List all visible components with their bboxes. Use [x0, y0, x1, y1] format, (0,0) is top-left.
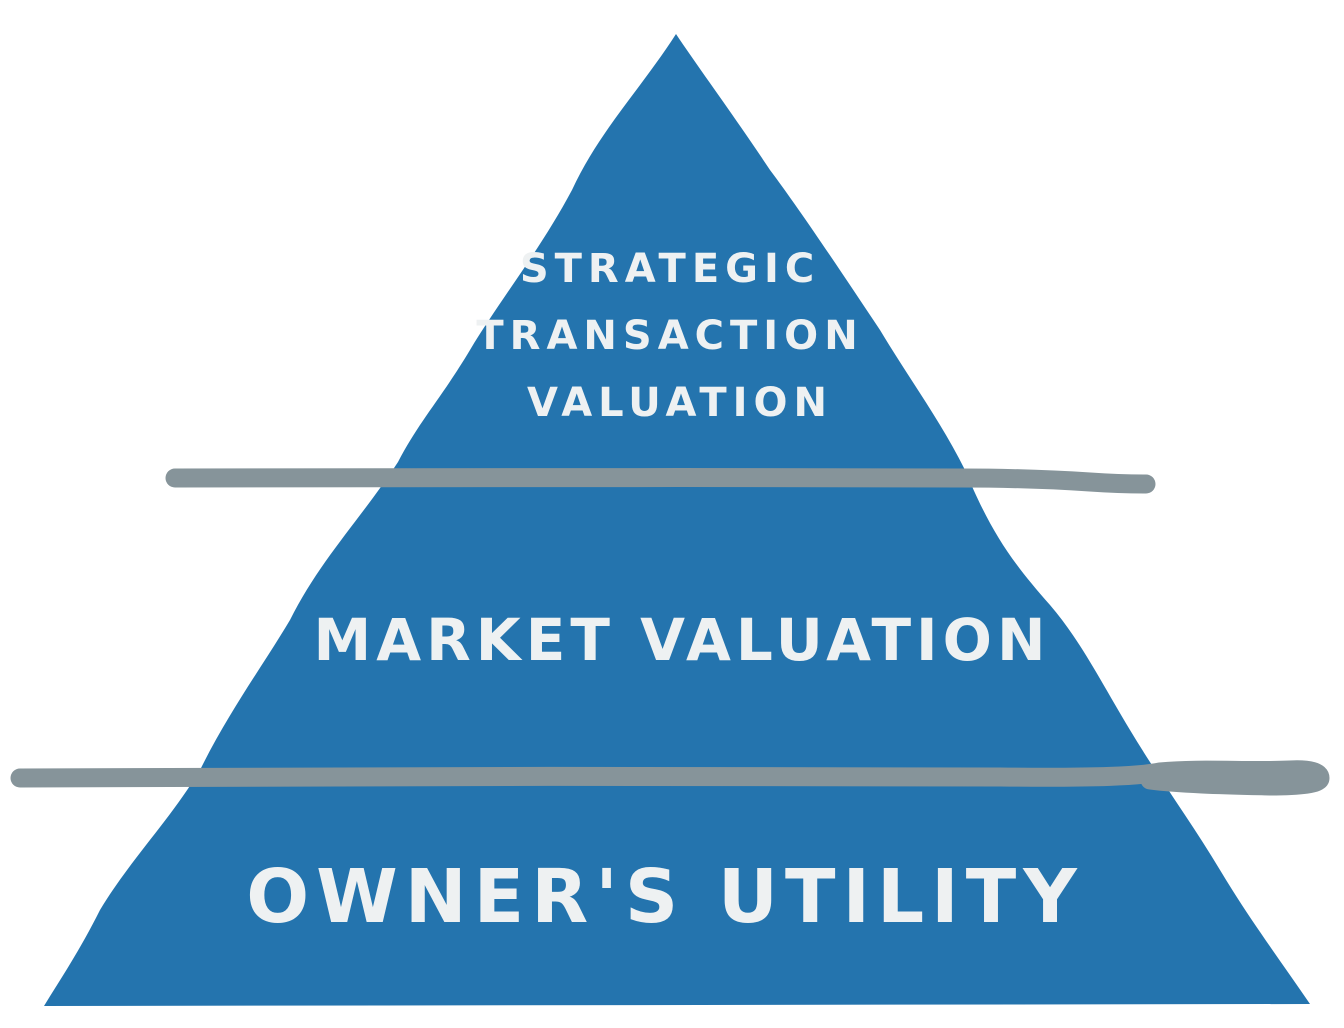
tier-label-top-line-1: STRATEGIC — [520, 246, 820, 292]
tier-label-owners-utility: OWNER'S UTILITY — [246, 854, 1084, 940]
lower-divider-line — [10, 760, 1330, 796]
pyramid-shape — [44, 34, 1310, 1006]
tier-label-market-valuation: MARKET VALUATION — [313, 606, 1050, 674]
tier-label-top-line-2: TRANSACTION — [476, 313, 863, 359]
tier-label-top-line-3: VALUATION — [527, 380, 833, 426]
upper-divider-line — [165, 467, 1156, 494]
tier-label-strategic-transaction-valuation: STRATEGIC TRANSACTION VALUATION — [476, 246, 883, 426]
